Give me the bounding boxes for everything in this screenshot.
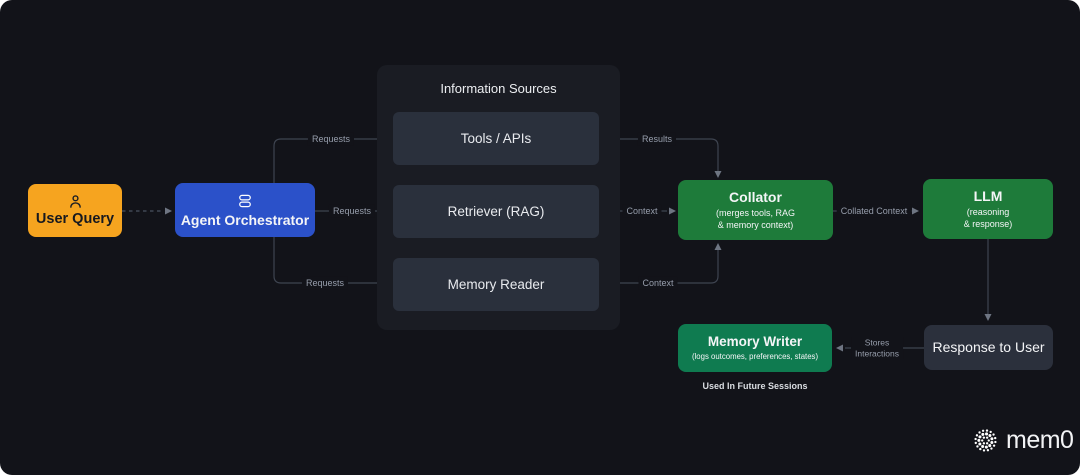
node-label: Memory Writer — [707, 334, 803, 350]
node-label: LLM — [973, 188, 1003, 204]
user-icon — [67, 193, 84, 210]
logo-text: mem0 — [1006, 426, 1074, 454]
panel-title: Information Sources — [440, 81, 557, 96]
memory-writer-caption: Used In Future Sessions — [702, 381, 808, 391]
node-collator: Collator (merges tools, RAG & memory con… — [678, 180, 833, 240]
edge-label-context-mid: Context — [622, 204, 662, 218]
edge-label-requests-bottom: Requests — [301, 276, 349, 290]
node-label: Collator — [729, 189, 782, 205]
node-llm: LLM (reasoning & response) — [923, 179, 1053, 239]
node-memory-reader: Memory Reader — [393, 258, 599, 311]
stack-icon — [236, 192, 254, 210]
node-subtitle: (logs outcomes, preferences, states) — [691, 352, 819, 362]
node-subtitle: (reasoning & response) — [963, 207, 1013, 229]
node-label: Response to User — [932, 339, 1045, 355]
node-subtitle: (merges tools, RAG & memory context) — [715, 208, 796, 230]
node-label: User Query — [35, 211, 115, 227]
node-label: Agent Orchestrator — [180, 211, 310, 228]
node-tools-apis: Tools / APIs — [393, 112, 599, 165]
edge-label-stores-interactions: Stores Interactions — [851, 336, 903, 360]
edge-label-collated-context: Collated Context — [836, 204, 912, 218]
mem0-dots-icon — [972, 427, 999, 454]
node-retriever-rag: Retriever (RAG) — [393, 185, 599, 238]
node-agent-orchestrator: Agent Orchestrator — [175, 183, 315, 237]
node-user-query: User Query — [28, 184, 122, 237]
edge-label-requests-top: Requests — [307, 132, 355, 146]
node-response-to-user: Response to User — [924, 325, 1053, 370]
edge-label-requests-mid: Requests — [328, 204, 376, 218]
mem0-logo: mem0 — [972, 426, 1074, 455]
info-sources-panel: Information Sources Tools / APIs Retriev… — [377, 65, 620, 330]
edge-label-results: Results — [637, 132, 677, 146]
edge-label-context-bottom: Context — [638, 276, 678, 290]
node-memory-writer: Memory Writer (logs outcomes, preference… — [678, 324, 832, 372]
